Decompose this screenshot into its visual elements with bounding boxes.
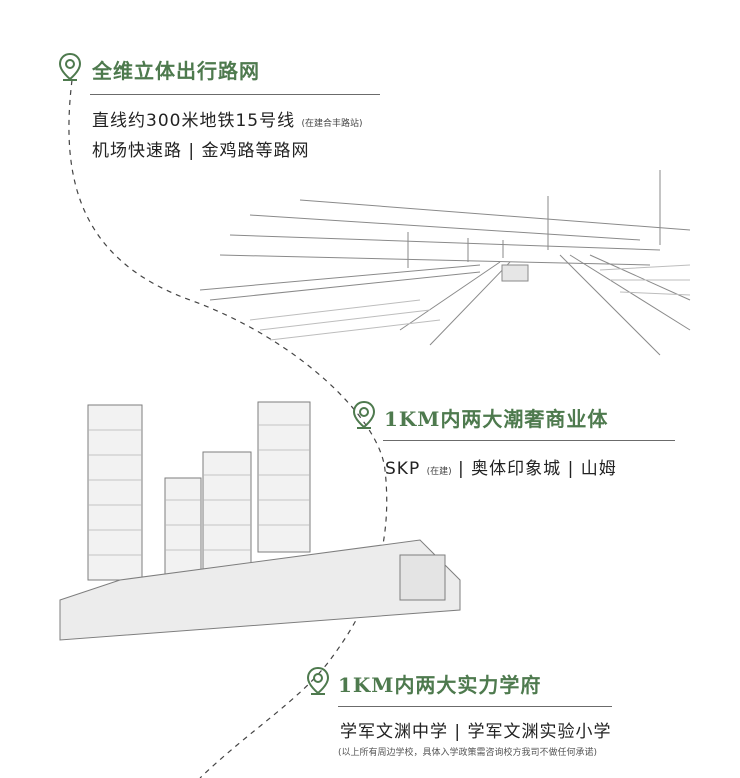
location-pin-icon <box>352 400 376 430</box>
skp-note: (在建) <box>426 467 452 477</box>
section-title-transport: 全维立体出行路网 <box>92 59 260 83</box>
divider <box>90 94 380 95</box>
transport-line-2: 机场快速路 | 金鸡路等路网 <box>92 141 310 161</box>
skp-text: SKP <box>385 459 421 479</box>
schools-line: 学军文渊中学 | 学军文渊实验小学 <box>340 722 612 742</box>
section-title-commerce: 1KM内两大潮奢商业体 <box>384 407 609 431</box>
divider <box>338 706 612 707</box>
highway-sketch <box>199 170 691 356</box>
location-pin-icon <box>58 52 82 82</box>
buildings-sketch <box>59 401 461 641</box>
commerce-line: SKP (在建) | 奥体印象城 | 山姆 <box>385 454 617 479</box>
metro-text: 直线约300米地铁15号线 <box>92 111 296 131</box>
dashed-route-line <box>68 79 388 778</box>
transport-line-1: 直线约300米地铁15号线 (在建合丰路站) <box>92 106 363 131</box>
section-title-schools: 1KM内两大实力学府 <box>338 673 542 697</box>
schools-disclaimer: (以上所有周边学校，具体入学政策需咨询校方我司不做任何承诺) <box>338 748 598 758</box>
location-pin-icon <box>306 666 330 696</box>
metro-note: (在建合丰路站) <box>301 119 363 129</box>
divider <box>383 440 675 441</box>
malls-text: | 奥体印象城 | 山姆 <box>458 459 617 479</box>
